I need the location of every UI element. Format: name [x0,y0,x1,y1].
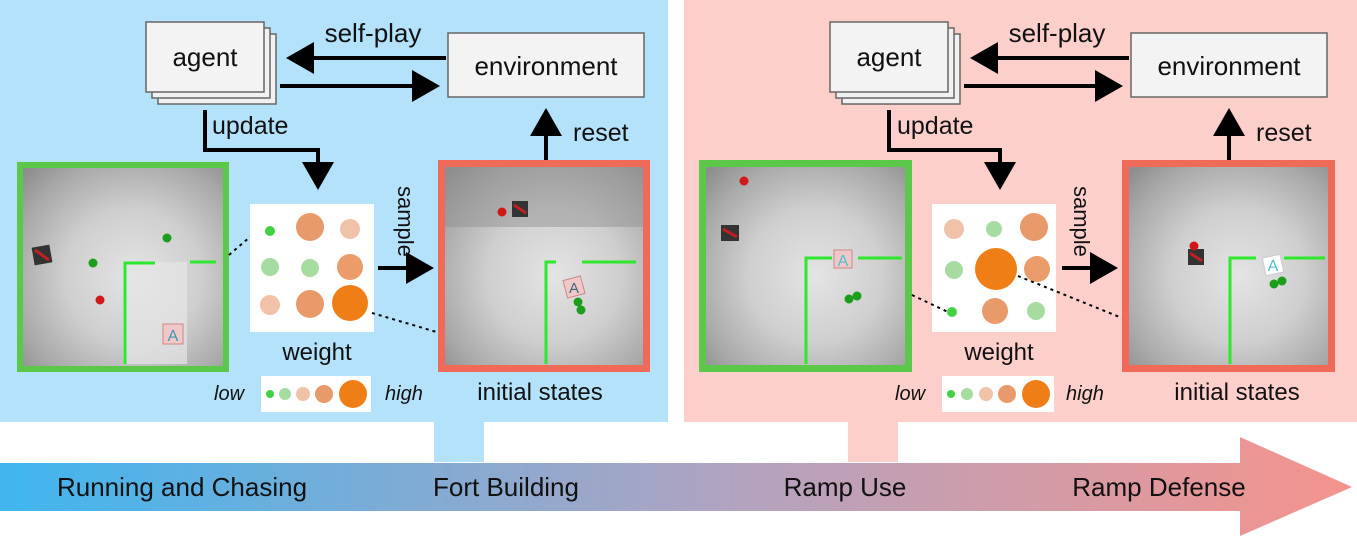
green-agent-icon [576,305,586,315]
stage-ramp-defense: Ramp Defense [1072,472,1245,502]
panel-right: agent environment self-play update reset… [684,0,1357,462]
green-agent-icon [88,258,98,268]
weight-circle [261,258,279,276]
zoom-line [371,312,441,334]
weight-circle [337,254,363,280]
initial-states-label: initial states [1174,379,1299,406]
legend-low: low [895,383,927,405]
agent-label: agent [856,42,922,72]
legend-high: high [1066,383,1104,405]
map-left-red: A [438,160,650,372]
panel-right-pointer [848,422,898,462]
map-left-green: A [17,162,229,372]
stage-ramp-use: Ramp Use [784,472,907,502]
self-play-label: self-play [325,18,422,48]
update-arrow [887,110,1016,190]
weight-label: weight [963,339,1034,366]
legend-high: high [385,383,423,405]
weight-circle [260,295,280,315]
weight-label: weight [281,339,352,366]
weight-circle [986,221,1002,237]
weight-grid [932,204,1056,332]
initial-states-label: initial states [477,379,602,406]
weight-circle [332,285,368,321]
stage-running-and-chasing: Running and Chasing [57,472,307,502]
weight-circle [340,219,360,239]
panel-left: agent environment self-play update reset [0,0,668,462]
weight-circle [947,307,957,317]
green-agent-icon [1277,276,1287,286]
green-agent-icon [852,291,862,301]
box-letter: A [1268,258,1279,275]
box-icon [1261,253,1285,277]
weight-grid [250,204,374,332]
update-arrow [203,110,334,190]
legend-low: low [214,383,246,405]
zoom-line [1017,275,1123,319]
weight-circle [296,213,324,241]
red-agent-icon [497,207,507,217]
box-icon [833,249,853,269]
agent-box: agent [145,21,277,105]
update-label: update [212,112,288,140]
red-agent-icon [1189,241,1199,251]
sample-label: sample [393,186,418,257]
environment-label: environment [1157,51,1301,81]
box-icon [562,275,586,299]
update-label: update [897,112,973,140]
weight-circle [265,226,275,236]
agent-label: agent [172,42,238,72]
green-agent-icon [844,294,854,304]
weight-circle [296,290,324,318]
stage-progress-arrow: Running and Chasing Fort Building Ramp U… [0,437,1352,536]
box-icon [162,323,184,345]
environment-box: environment [1130,32,1328,98]
environment-box: environment [447,32,645,98]
environment-label: environment [474,51,618,81]
weight-circle [301,259,319,277]
box-letter: A [838,253,849,270]
weight-circle [944,219,964,239]
weight-legend: low high [895,376,1104,412]
weight-circle [1027,302,1045,320]
box-letter: A [168,328,179,345]
sample-label: sample [1069,186,1094,257]
green-agent-icon [1269,279,1279,289]
weight-legend: low high [214,376,423,412]
green-agent-icon [162,233,172,243]
self-play-label: self-play [1009,18,1106,48]
weight-circle [1024,256,1050,282]
reset-label: reset [573,119,629,147]
weight-circle [975,248,1017,290]
stage-fort-building: Fort Building [433,472,579,502]
map-right-red: A [1122,160,1335,372]
red-agent-icon [95,295,105,305]
red-agent-icon [739,176,749,186]
green-agent-icon [573,297,583,307]
box-letter: A [569,280,579,297]
weight-circle [945,261,963,279]
weight-circle [1020,213,1048,241]
weight-circle [982,298,1008,324]
panel-left-pointer [434,422,484,462]
map-right-green: A [699,160,912,372]
agent-box: agent [829,21,961,105]
reset-label: reset [1256,119,1312,147]
